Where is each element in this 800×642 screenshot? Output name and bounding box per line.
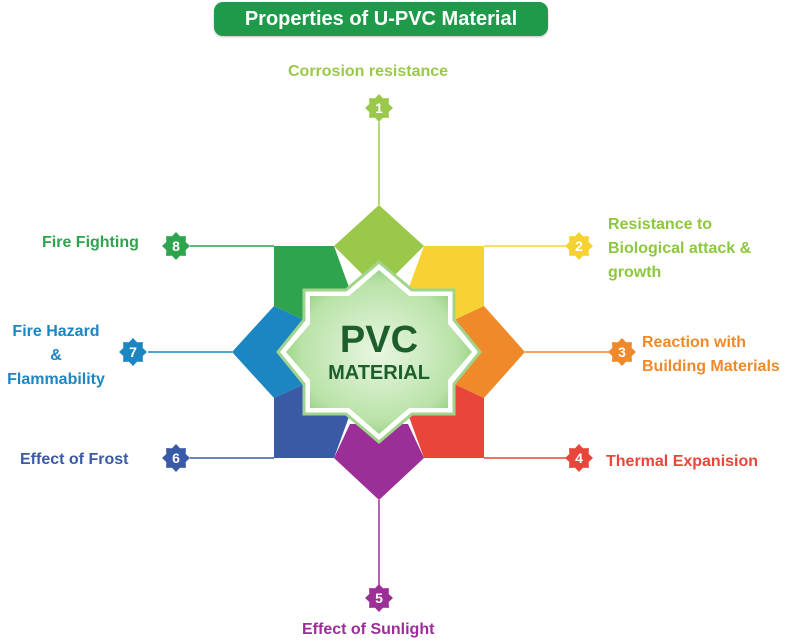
label-biological-resistance: Resistance to Biological attack & growth [608, 216, 752, 281]
badge-3-star [608, 338, 636, 366]
center-title-pvc: PVC [340, 319, 418, 361]
badge-5-number: 5 [375, 590, 383, 606]
badge-1-number: 1 [375, 100, 383, 116]
badge-2-star [565, 232, 593, 260]
diagram-title: Properties of U-PVC Material [214, 2, 548, 36]
badge-3-number: 3 [618, 344, 626, 360]
badge-8-number: 8 [172, 238, 180, 254]
segment-7-fire-hazard [232, 306, 304, 398]
badge-5-star [365, 584, 393, 612]
badge-8-star [162, 232, 190, 260]
label-effect-of-sunlight: Effect of Sunlight [302, 621, 435, 638]
label-reaction-building-materials: Reaction with Building Materials [642, 334, 780, 375]
badge-1-star [365, 94, 393, 122]
label-fire-fighting: Fire Fighting [42, 234, 139, 251]
label-corrosion-resistance: Corrosion resistance [288, 63, 449, 80]
badge-4-star [565, 444, 593, 472]
center-title-material: MATERIAL [328, 362, 430, 384]
center-star [286, 270, 472, 434]
badge-4-number: 4 [575, 450, 583, 466]
badge-6-star [162, 444, 190, 472]
segment-1-corrosion [334, 205, 424, 291]
segment-5-sunlight [334, 424, 424, 500]
label-thermal-expansion: Thermal Expanision [606, 453, 759, 470]
segment-3-reaction [454, 306, 525, 398]
badge-7-number: 7 [129, 344, 137, 360]
badge-6-number: 6 [172, 450, 180, 466]
badge-7-star [119, 338, 147, 366]
badge-2-number: 2 [575, 238, 583, 254]
label-fire-hazard-flammability: Fire Hazard & Flammability [7, 323, 105, 388]
label-effect-of-frost: Effect of Frost [20, 451, 129, 468]
